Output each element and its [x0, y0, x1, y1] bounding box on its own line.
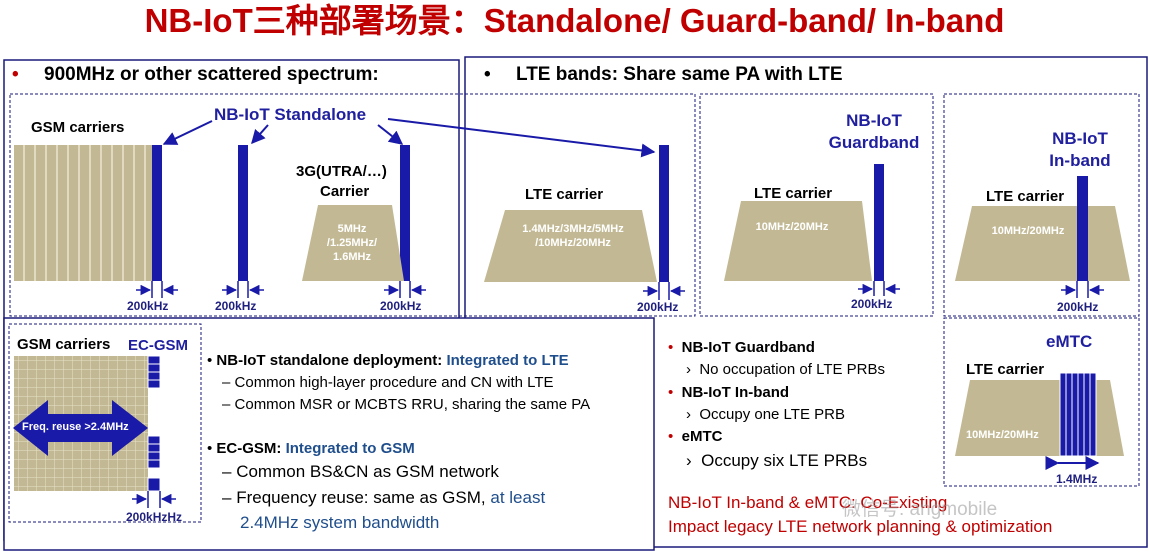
right-item-3-sub: › Occupy six LTE PRBs	[686, 451, 868, 470]
khz-label-3: 200kHz	[380, 299, 422, 313]
lte-carrier-label-3: LTE carrier	[986, 188, 1065, 205]
page-title: NB-IoT三种部署场景：Standalone/ Guard-band/ In-…	[144, 2, 1005, 39]
trapezoid-emtc	[955, 380, 1124, 456]
inband-dashed-frame	[943, 93, 1140, 317]
right-item-2-sub: › Occupy one LTE PRB	[686, 406, 845, 423]
trapezoid-3g	[302, 205, 404, 281]
nb-bar-standalone-2	[238, 145, 248, 281]
carrier-3g-line2: Carrier	[320, 183, 370, 200]
khz-label-7: 200kHzHz	[126, 510, 183, 524]
trapezoid-lte-1	[484, 210, 657, 282]
middle-sub-1: – Common high-layer procedure and CN wit…	[222, 374, 554, 391]
nb-bar-inband	[1077, 176, 1088, 281]
guardband-label: NB-IoT Guardband	[828, 111, 920, 152]
emtc-dashed-frame	[943, 317, 1140, 487]
khz-label-5: 200kHz	[851, 297, 893, 311]
footer-line-2: Impact legacy LTE network planning & opt…	[668, 517, 1053, 536]
guardband-dashed-frame	[699, 93, 934, 317]
right-item-1: • NB-IoT Guardband	[668, 339, 815, 356]
footer-line-1: NB-IoT In-band & eMTC: Co-Existing	[668, 493, 948, 512]
right-item-2: • NB-IoT In-band	[668, 384, 790, 401]
freq-reuse-label: Freq. reuse >2.4MHz	[22, 421, 129, 433]
inband-label: NB-IoT In-band	[1049, 129, 1111, 170]
left-bullet: •	[12, 64, 19, 85]
middle-sub-2: – Common MSR or MCBTS RRU, sharing the s…	[222, 396, 591, 413]
trap-3g-text: 5MHz /1.25MHz/ 1.6MHz	[326, 223, 378, 263]
standalone-dashed-frame	[9, 93, 696, 317]
trapezoid-lte-2	[724, 201, 872, 281]
middle-sub-4: – Frequency reuse: same as GSM, at least	[222, 488, 546, 507]
right-outer-frame	[464, 56, 1148, 548]
ecgsm-bars	[147, 355, 161, 492]
emtc-trap-text: 10MHz/20MHz	[966, 429, 1039, 441]
khz-label-1: 200kHz	[127, 299, 169, 313]
right-item-1-sub: › No occupation of LTE PRBs	[686, 361, 885, 378]
nb-bar-standalone-3	[400, 145, 410, 281]
left-heading: 900MHz or other scattered spectrum:	[44, 64, 379, 85]
middle-sub-4-cont: 2.4MHz system bandwidth	[240, 513, 440, 532]
nb-bar-standalone-1	[152, 145, 162, 281]
emtc-bars	[1059, 372, 1097, 457]
khz-markers	[132, 281, 1104, 508]
ecgsm-gsm-carriers-label: GSM carriers	[17, 336, 111, 353]
right-heading: LTE bands: Share same PA with LTE	[516, 64, 843, 85]
nb-bar-guardband	[874, 164, 884, 281]
gsm-carriers-label: GSM carriers	[31, 119, 125, 136]
khz-label-2: 200kHz	[215, 299, 257, 313]
freq-reuse-arrow	[13, 400, 148, 456]
trap-lte-1-text: 1.4MHz/3MHz/5MHz /10MHz/20MHz	[522, 223, 624, 249]
nb-bar-standalone-lte	[659, 145, 669, 282]
middle-bullet-1: • NB-IoT standalone deployment: Integrat…	[207, 352, 569, 369]
emtc-width-label: 1.4MHz	[1056, 472, 1098, 486]
khz-label-6: 200kHz	[1057, 300, 1099, 314]
middle-bullet-2: • EC-GSM: Integrated to GSM	[207, 440, 415, 457]
right-item-3: • eMTC	[668, 428, 723, 445]
lte-carrier-label-1: LTE carrier	[525, 186, 604, 203]
emtc-label: eMTC	[1046, 332, 1093, 351]
trapezoid-lte-3	[955, 206, 1130, 281]
khz-label-4: 200kHz	[637, 300, 679, 314]
ec-gsm-label: EC-GSM	[128, 337, 188, 354]
standalone-arrows	[162, 118, 656, 158]
emtc-lte-carrier-label: LTE carrier	[966, 361, 1045, 378]
gsm-carriers-block	[14, 145, 152, 281]
watermark: 微信号: angmobile	[842, 499, 998, 520]
right-bullet: •	[484, 64, 491, 85]
standalone-label: NB-IoT Standalone	[214, 105, 367, 124]
lte-carrier-label-2: LTE carrier	[754, 185, 833, 202]
ecgsm-dashed-frame	[8, 323, 202, 523]
carrier-3g-line1: 3G(UTRA/…)	[296, 163, 387, 180]
trap-lte-3-text: 10MHz/20MHz	[991, 225, 1065, 237]
middle-sub-3: – Common BS&CN as GSM network	[222, 462, 499, 481]
trap-lte-2-text: 10MHz/20MHz	[755, 221, 829, 233]
